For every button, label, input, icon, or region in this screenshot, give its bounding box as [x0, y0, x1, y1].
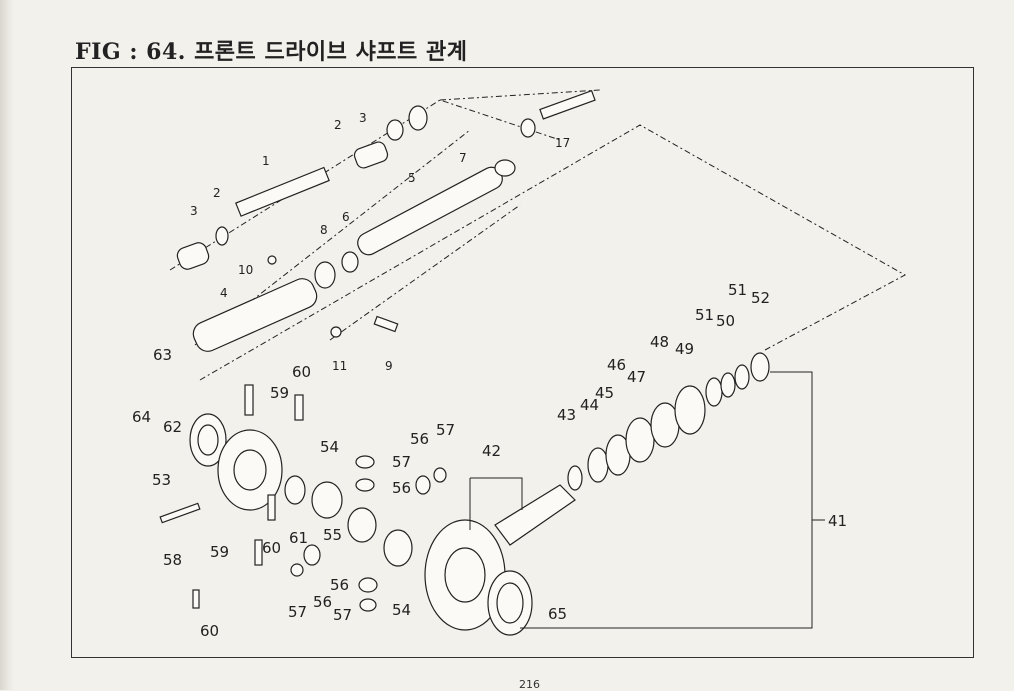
callout-label: 59	[270, 384, 289, 402]
callout-label: 54	[392, 601, 411, 619]
callout-label: 4	[220, 286, 228, 300]
callout-label: 47	[627, 368, 646, 386]
page-number: 216	[519, 678, 540, 691]
differential-parts	[159, 384, 576, 636]
callout-label: 7	[459, 151, 467, 165]
callout-label: 57	[288, 603, 307, 621]
callout-label: 42	[482, 442, 501, 460]
callout-label: 48	[650, 333, 669, 351]
callout-label: 46	[607, 356, 626, 374]
callout-label: 52	[751, 289, 770, 307]
callout-label: 44	[580, 396, 599, 414]
callout-label: 63	[153, 346, 172, 364]
callout-label: 8	[320, 223, 328, 237]
callout-label: 61	[289, 529, 308, 547]
pinion-bearing-parts	[567, 352, 770, 491]
callout-label: 43	[557, 406, 576, 424]
assembly-boundary	[169, 89, 907, 381]
callout-label: 51	[695, 306, 714, 324]
callout-label: 64	[132, 408, 151, 426]
callout-label: 56	[330, 576, 349, 594]
callout-label: 60	[262, 539, 281, 557]
page-title: FIG : 64. 프론트 드라이브 샤프트 관계	[75, 39, 468, 65]
callout-label: 65	[548, 605, 567, 623]
callout-labels: 3 2 1 2 3 7 17 5 6 8 10 4 9 11 63 64 62 …	[132, 111, 847, 640]
callout-label: 2	[213, 186, 221, 200]
callout-label: 55	[323, 526, 342, 544]
callout-label: 3	[190, 204, 198, 218]
upper-shaft-parts	[176, 89, 596, 352]
callout-label: 45	[595, 384, 614, 402]
callout-label: 11	[332, 359, 347, 373]
callout-label: 49	[675, 340, 694, 358]
callout-label: 9	[385, 359, 393, 373]
callout-label: 1	[262, 154, 270, 168]
callout-label: 17	[555, 136, 570, 150]
callout-label: 56	[410, 430, 429, 448]
callout-label: 62	[163, 418, 182, 436]
callout-label: 59	[210, 543, 229, 561]
callout-label: 54	[320, 438, 339, 456]
callout-label: 60	[200, 622, 219, 640]
group-bracket-42	[469, 477, 523, 530]
callout-label: 41	[828, 512, 847, 530]
callout-label: 6	[342, 210, 350, 224]
callout-label: 10	[238, 263, 253, 277]
callout-label: 56	[392, 479, 411, 497]
callout-label: 2	[334, 118, 342, 132]
callout-label: 50	[716, 312, 735, 330]
callout-label: 57	[333, 606, 352, 624]
group-bracket-41	[520, 371, 825, 629]
page-binding-edge	[0, 0, 14, 690]
callout-label: 5	[408, 171, 416, 185]
diagram-frame	[71, 67, 974, 658]
callout-label: 51	[728, 281, 747, 299]
callout-label: 57	[392, 453, 411, 471]
callout-label: 56	[313, 593, 332, 611]
callout-label: 3	[359, 111, 367, 125]
callout-label: 53	[152, 471, 171, 489]
callout-label: 58	[163, 551, 182, 569]
callout-label: 60	[292, 363, 311, 381]
callout-label: 57	[436, 421, 455, 439]
